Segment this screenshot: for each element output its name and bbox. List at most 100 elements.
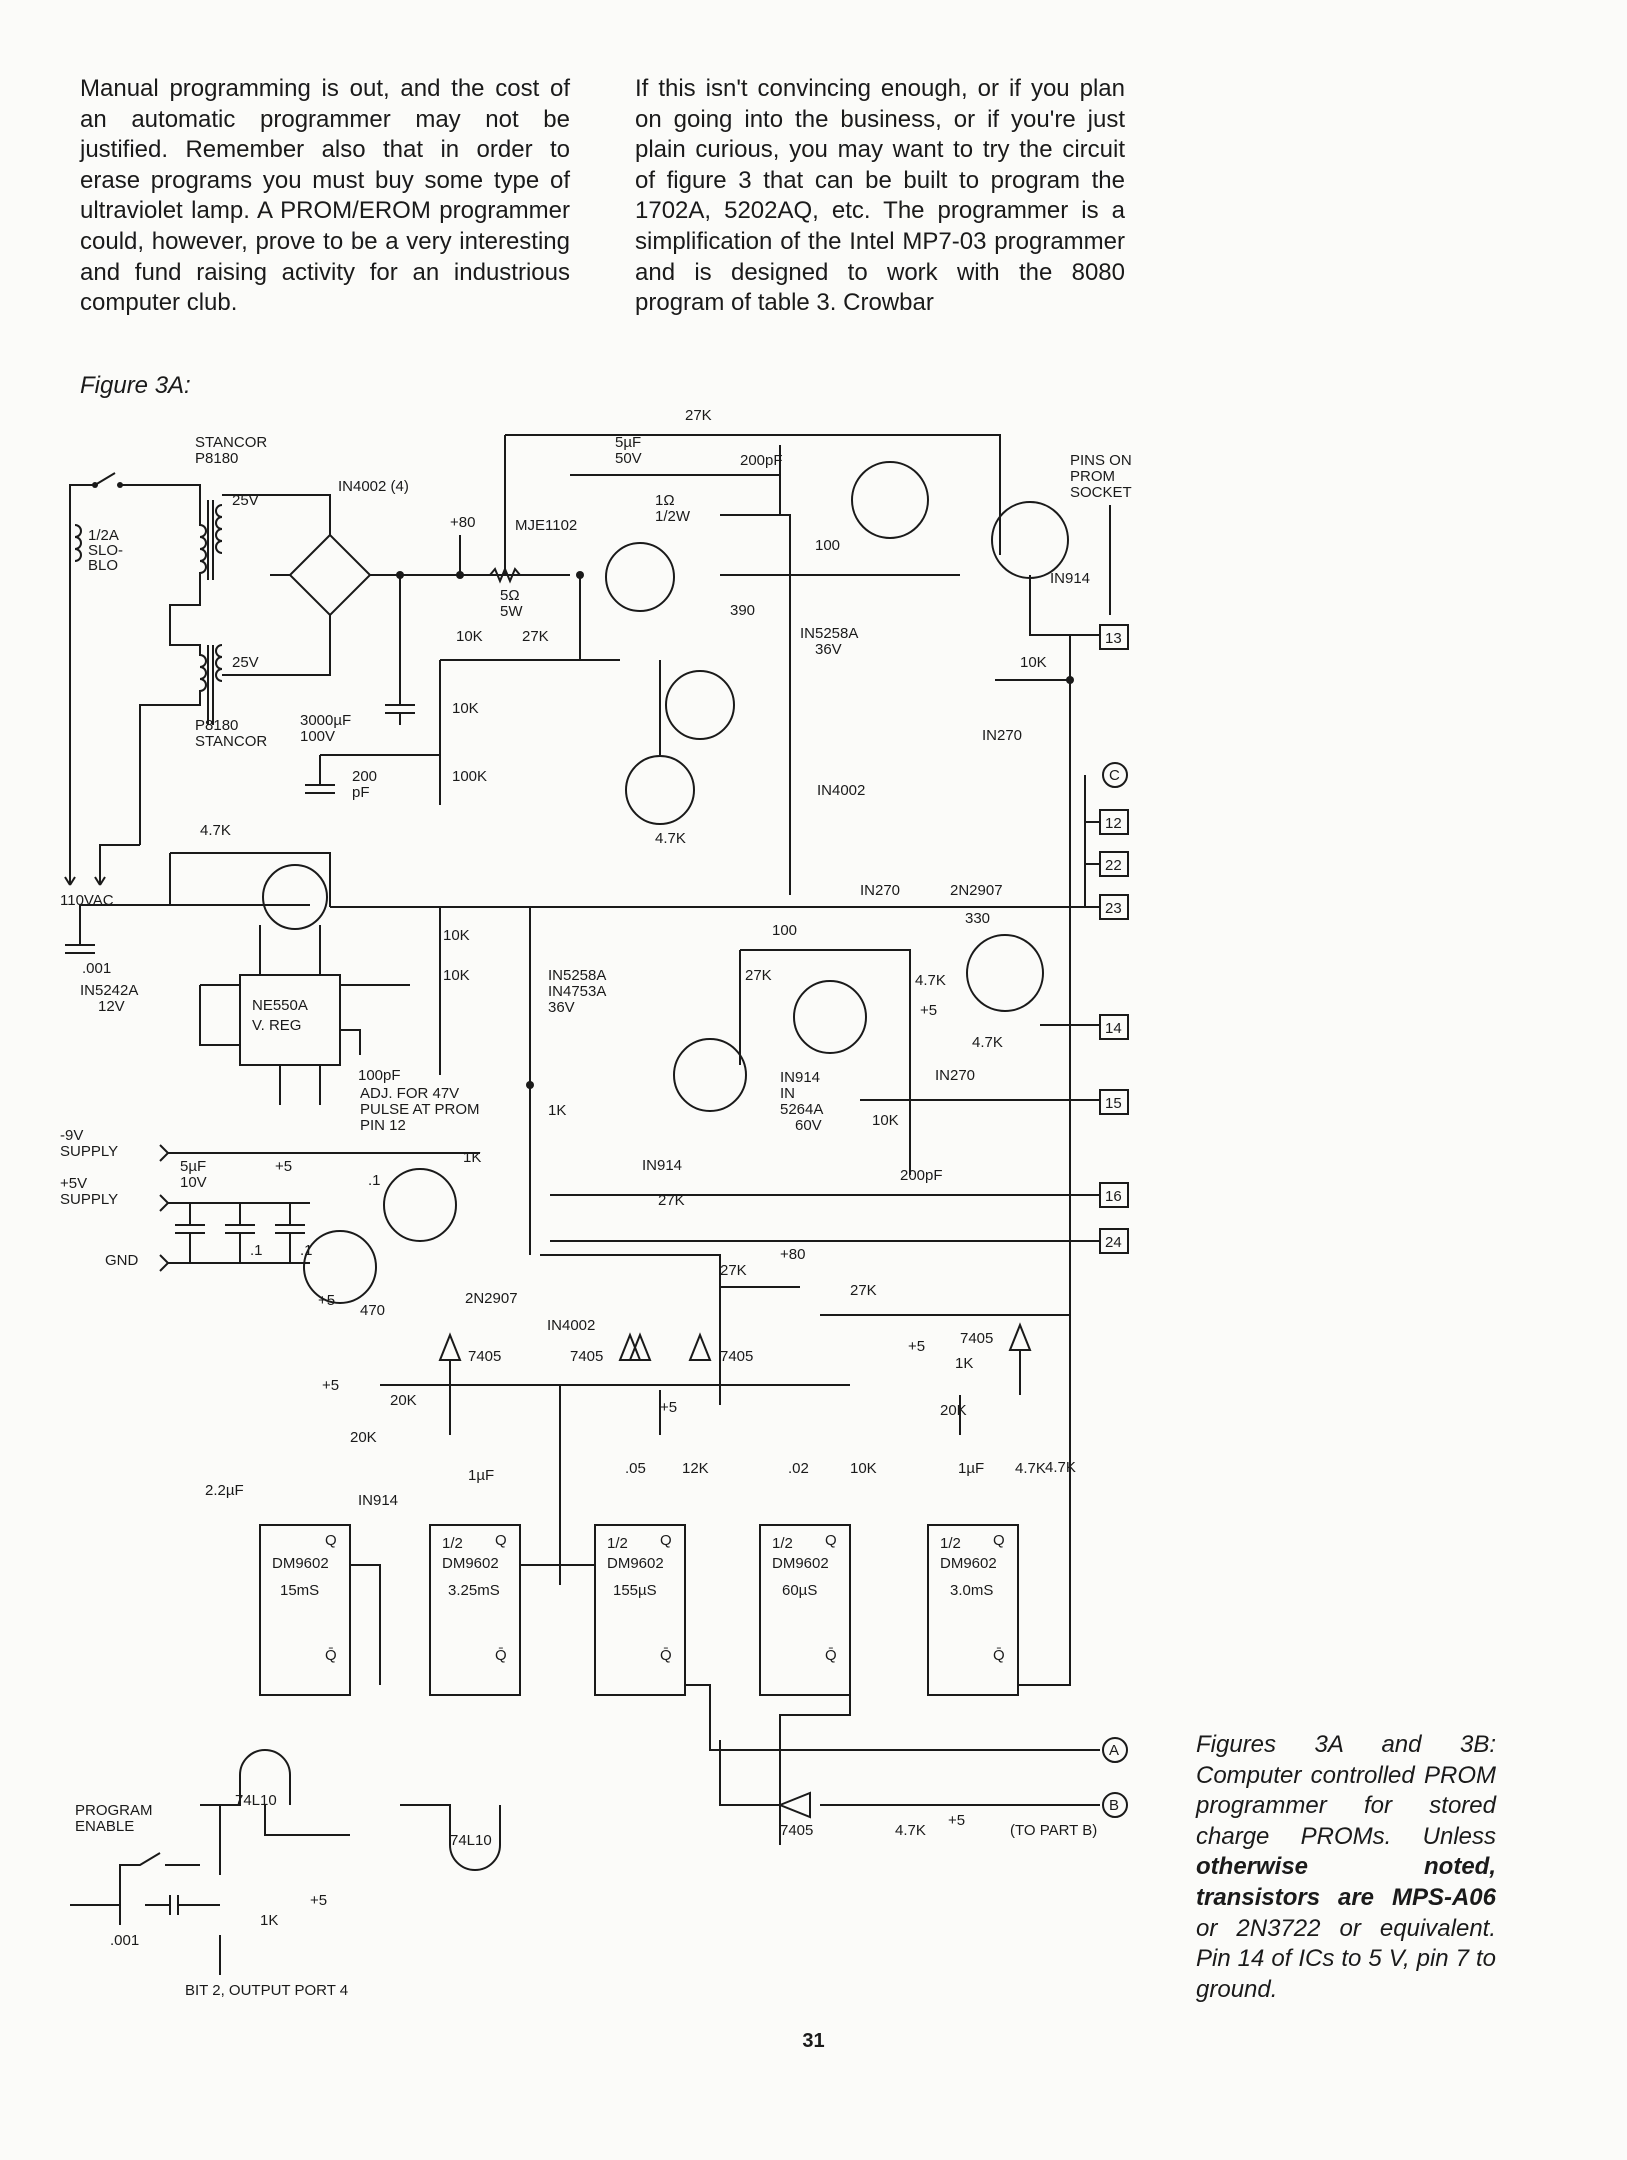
label-plus80: +80: [450, 514, 475, 531]
label-pin14: 14: [1105, 1020, 1122, 1037]
label-sec2: 25V: [232, 654, 259, 671]
label-c001-b: .001: [110, 1932, 139, 1949]
label-q1: Q: [325, 1532, 337, 1549]
label-7405-a: 7405: [468, 1348, 501, 1365]
label-q2: Q: [495, 1532, 507, 1549]
label-sup9b: SUPPLY: [60, 1143, 118, 1160]
label-r10k-d: 10K: [443, 927, 470, 944]
label-dm5t: 3.0mS: [950, 1582, 993, 1599]
label-plus5-a: +5: [920, 1002, 937, 1019]
label-pins-on: PINS ON: [1070, 452, 1132, 469]
label-in270-b: IN270: [860, 882, 900, 899]
label-in4002-b: IN4002: [547, 1317, 595, 1334]
label-74l10-b: 74L10: [450, 1832, 492, 1849]
label-plus5-e: +5: [322, 1377, 339, 1394]
label-r12k: 12K: [682, 1460, 709, 1477]
label-r10k-g: 10K: [850, 1460, 877, 1477]
label-r390: 390: [730, 602, 755, 619]
label-r1ohm-w: 1/2W: [655, 508, 691, 525]
label-adj1: ADJ. FOR 47V: [360, 1085, 459, 1102]
label-r47k-a: 4.7K: [655, 830, 686, 847]
label-cap3000: 3000µF: [300, 712, 351, 729]
label-adj3: PIN 12: [360, 1117, 406, 1134]
label-r1k-c: 1K: [955, 1355, 973, 1372]
label-r27k-d: 27K: [720, 1262, 747, 1279]
label-r1ohm: 1Ω: [655, 492, 675, 509]
label-z4753: IN5258A: [548, 967, 606, 984]
body-text-left: Manual programming is out, and the cost …: [80, 75, 570, 317]
label-in914-a: IN914: [1050, 570, 1090, 587]
label-r47k-g: 4.7K: [895, 1822, 926, 1839]
label-z12v: 12V: [98, 998, 125, 1015]
label-mje: MJE1102: [515, 517, 577, 534]
label-pin13: 13: [1105, 630, 1122, 647]
label-r20k-b: 20K: [350, 1429, 377, 1446]
label-p8180-bot: P8180: [195, 717, 238, 734]
label-r5w: 5W: [500, 603, 523, 620]
label-sup5b: SUPPLY: [60, 1191, 118, 1208]
label-adj2: PULSE AT PROM: [360, 1101, 479, 1118]
label-c01a: .1: [250, 1242, 263, 1259]
label-pin16: 16: [1105, 1188, 1122, 1205]
label-dm2h: 1/2: [442, 1535, 463, 1552]
label-gnd: GND: [105, 1252, 139, 1269]
label-dm5h: 1/2: [940, 1535, 961, 1552]
label-dm3: DM9602: [607, 1555, 664, 1572]
label-r1k-d: 1K: [260, 1912, 278, 1929]
program-enable: PROGRAM ENABLE 74L10 74L10 .001 1K +5 BI…: [70, 1737, 1128, 1999]
label-prom: PROM: [1070, 468, 1115, 485]
ne550-section: 4.7K .001 IN5242A 12V NE550A V. REG 10K …: [65, 822, 606, 1255]
driver-section: IN270 2N2907 330 100 27K 4.7K +5 4.7K 14…: [673, 882, 1129, 1184]
label-r330: 330: [965, 910, 990, 927]
label-r10k-c: 10K: [1020, 654, 1047, 671]
label-dm4t: 60µS: [782, 1582, 817, 1599]
oneshot-3-0ms: [927, 1524, 1019, 1696]
label-c05: .05: [625, 1460, 646, 1477]
label-c200pf: pF: [352, 784, 370, 801]
label-c1u-b: 1µF: [958, 1460, 984, 1477]
label-dm2: DM9602: [442, 1555, 499, 1572]
label-r100: 100: [815, 537, 840, 554]
label-r27k-a: 27K: [522, 628, 549, 645]
label-r47k-d: 4.7K: [972, 1034, 1003, 1051]
label-z4753v: 36V: [548, 999, 575, 1016]
label-ne550: NE550A: [252, 997, 308, 1014]
label-dm4: DM9602: [772, 1555, 829, 1572]
label-cap3000v: 100V: [300, 728, 335, 745]
label-in914-b: IN914: [780, 1069, 820, 1086]
label-r470: 470: [360, 1302, 385, 1319]
label-cap5v: 50V: [615, 450, 642, 467]
label-7405-b: 7405: [570, 1348, 603, 1365]
label-z12: IN5242A: [80, 982, 138, 999]
label-zener36: IN5258A: [800, 625, 858, 642]
label-pin24: 24: [1105, 1234, 1122, 1251]
label-r5: 5Ω: [500, 587, 520, 604]
label-r100-b: 100: [772, 922, 797, 939]
oneshot-60us: [759, 1524, 851, 1696]
timing-section: 7405 7405 7405 7405 +5 1K 20K 20K +5 +5 …: [205, 1322, 1100, 1845]
label-sup5: +5V: [60, 1175, 87, 1192]
caption-rest: or 2N3722 or equivalent. Pin 14 of ICs t…: [1196, 1914, 1496, 2003]
label-plus5-c: +5: [318, 1292, 335, 1309]
label-in914-d: IN914: [358, 1492, 398, 1509]
label-prog1: PROGRAM: [75, 1802, 153, 1819]
label-plus5-d: +5: [908, 1338, 925, 1355]
label-z5264: IN: [780, 1085, 795, 1102]
label-plus5-b: +5: [275, 1158, 292, 1175]
supply-inputs: -9V SUPPLY +5V SUPPLY GND 5µF 10V +5 .1 …: [60, 1127, 1129, 1405]
label-r47k-b: 4.7K: [200, 822, 231, 839]
label-c01c: .1: [368, 1172, 381, 1189]
oneshot-15ms: [259, 1524, 351, 1696]
label-in914-c: IN914: [642, 1157, 682, 1174]
page-number: 31: [802, 2030, 825, 2052]
label-plus80-b: +80: [780, 1246, 805, 1263]
label-q3: Q: [660, 1532, 672, 1549]
label-pin12: 12: [1105, 815, 1122, 832]
label-2n2907-b: 2N2907: [465, 1290, 518, 1307]
label-cap5: 5µF: [615, 434, 641, 451]
label-socket: SOCKET: [1070, 484, 1132, 501]
label-74l10-a: 74L10: [235, 1792, 277, 1809]
label-pin-a: A: [1109, 1742, 1119, 1759]
label-r20k-c: 20K: [940, 1402, 967, 1419]
schematic-diagram: STANCOR P8180 1/2A SLO- BLO 110VAC 25V 2…: [60, 407, 1132, 1999]
